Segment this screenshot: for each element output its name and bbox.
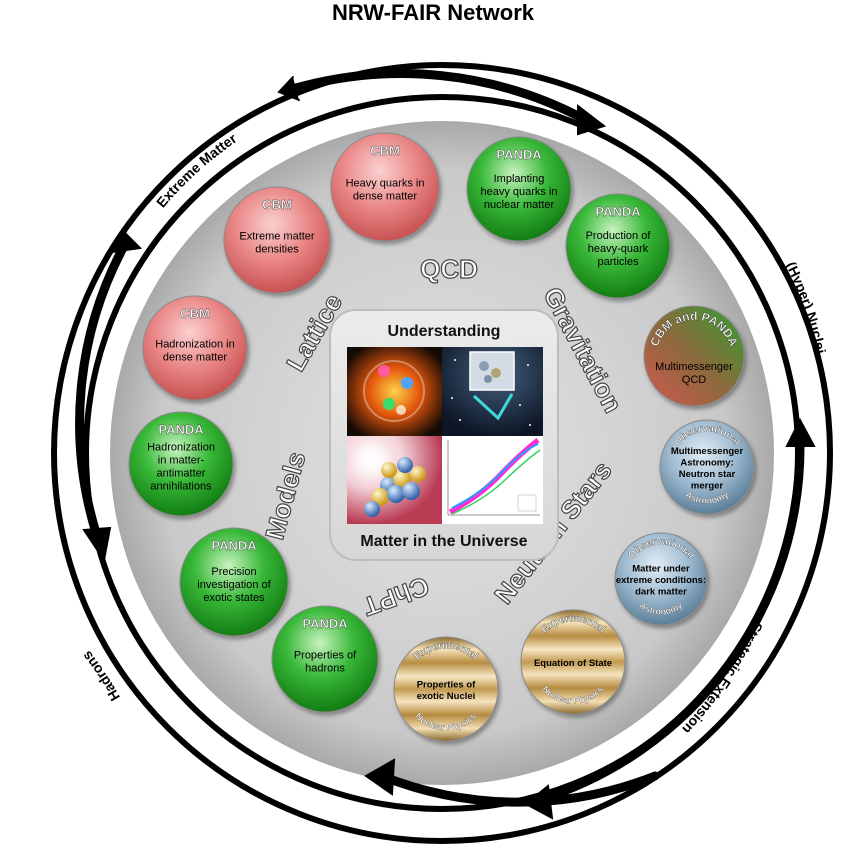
- topic-circle-disc: [271, 605, 379, 713]
- topic-circle-header: PANDA: [158, 422, 204, 437]
- topic-circle-header: PANDA: [595, 204, 641, 219]
- topic-circle-line: exotic states: [203, 592, 265, 604]
- topic-circle-line: heavy-quark: [588, 243, 649, 255]
- topic-circle-line: Neutron star: [679, 469, 736, 480]
- topic-circle-header: CBM: [180, 306, 210, 321]
- topic-circle-line: Hadronization in: [155, 339, 235, 351]
- topic-circle-disc: [659, 419, 755, 515]
- topic-circle-disc: [223, 186, 331, 294]
- topic-circle-line: particles: [598, 256, 639, 268]
- topic-circle-disc: [520, 609, 626, 715]
- topic-circle-disc: [128, 411, 234, 517]
- topic-circle-footer: Astronomy: [638, 600, 685, 616]
- topic-circle-line: Multimessenger: [671, 446, 744, 457]
- topic-circle-header: CBM: [262, 197, 292, 212]
- arrow-left: [75, 228, 143, 563]
- label-qcd: QCD: [420, 254, 478, 284]
- topic-circle-header: PANDA: [302, 616, 348, 631]
- topic-circle-line: annihilations: [150, 481, 212, 493]
- topic-circle-line: dense matter: [353, 191, 418, 203]
- center-image-nucleus: [347, 436, 442, 524]
- topic-circle-disc: [614, 532, 708, 626]
- topic-circle-line: exotic Nuclei: [417, 691, 476, 702]
- topic-circle-line: extreme conditions:: [616, 575, 706, 586]
- topic-circle-line: nuclear matter: [484, 199, 555, 211]
- topic-circle-line: antimatter: [157, 468, 206, 480]
- center-image-star-field: [442, 347, 543, 436]
- topic-circle-line: Matter under: [632, 564, 690, 575]
- arrow-bottom: [364, 758, 660, 807]
- label-hadrons: Hadrons: [78, 648, 123, 704]
- topic-circle-line: Astronomy:: [680, 457, 733, 468]
- topic-circle-line: Heavy quarks in: [346, 178, 425, 190]
- outer-ring: [51, 62, 833, 844]
- topic-circle-footer: Astronomy: [684, 489, 731, 505]
- topic-circle-astro: ObservationalAstronomyMultimessengerAstr…: [659, 419, 755, 515]
- topic-circle-line: Implanting: [494, 173, 545, 185]
- arrow-top: [277, 69, 607, 136]
- topic-circle-disc: [643, 305, 745, 407]
- topic-circle-line: Equation of State: [534, 658, 612, 669]
- center-image-quark-fireball: [347, 347, 442, 436]
- center-image-plot: [442, 436, 543, 524]
- topic-circle-line: Properties of: [417, 679, 476, 690]
- center-panel: Understanding Matter in the Universe: [329, 309, 559, 561]
- topic-circle-line: investigation of: [197, 579, 271, 591]
- topic-circle-line: dense matter: [163, 352, 228, 364]
- label-hyper-nuclei: (Hyper) Nuclei: [783, 259, 829, 355]
- topic-circle-disc: [142, 295, 248, 401]
- topic-circle-line: in matter-: [158, 455, 205, 467]
- topic-circle-line: hadrons: [305, 663, 345, 675]
- topic-circle-header: CBM: [370, 143, 400, 158]
- topic-circle-line: Extreme matter: [239, 231, 315, 243]
- topic-circle-line: Properties of: [294, 650, 357, 662]
- topic-circle-line: Production of: [586, 230, 652, 242]
- topic-circle-line: QCD: [682, 374, 707, 386]
- center-bottom-label: Matter in the Universe: [360, 533, 527, 550]
- topic-circle-line: dark matter: [635, 587, 687, 598]
- topic-circle-line: merger: [691, 480, 724, 491]
- topic-circle-line: Hadronization: [147, 442, 215, 454]
- topic-circle-line: Precision: [211, 566, 256, 578]
- topic-circle-line: Multimessenger: [655, 361, 733, 373]
- topic-circle-line: heavy quarks in: [480, 186, 557, 198]
- topic-circle-line: densities: [255, 244, 299, 256]
- topic-circle-disc: [330, 132, 440, 242]
- topic-circle-disc: [466, 136, 572, 242]
- topic-circle-disc: [179, 527, 289, 637]
- topic-circle-header: PANDA: [211, 538, 257, 553]
- topic-circle-disc: [393, 636, 499, 742]
- topic-circle-header: PANDA: [496, 147, 542, 162]
- center-top-label: Understanding: [388, 323, 501, 340]
- diagram-title: NRW-FAIR Network: [331, 0, 535, 25]
- topic-circle-disc: [565, 193, 671, 299]
